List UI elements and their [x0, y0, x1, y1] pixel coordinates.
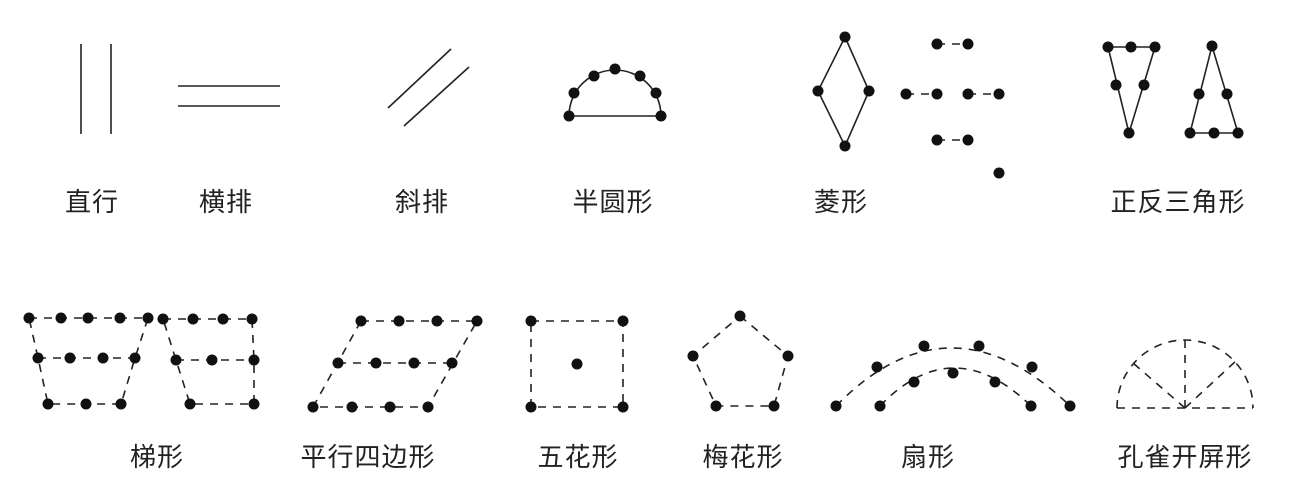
parallelogram-shape	[307, 315, 483, 413]
trapezoid-right-shape	[157, 313, 260, 410]
upright-triangle-shape	[1184, 40, 1244, 139]
horizontal-row-shape	[178, 85, 280, 107]
label-trapezoid: 梯形	[129, 443, 185, 473]
label-fan: 扇形	[900, 443, 956, 473]
label-quincunx: 五花形	[537, 443, 619, 473]
label-diamond: 菱形	[813, 188, 869, 218]
fan-shape	[830, 340, 1076, 412]
label-semicircle: 半圆形	[572, 188, 654, 218]
label-horizontal-row: 横排	[198, 188, 254, 218]
peacock-shape	[1116, 339, 1254, 409]
plum-blossom-shape	[687, 310, 794, 412]
label-triangles: 正反三角形	[1110, 188, 1246, 218]
quincunx-shape	[525, 315, 629, 413]
diamond-shape	[812, 31, 875, 152]
diamond-dots	[900, 38, 1005, 179]
straight-line-shape	[80, 44, 112, 134]
label-peacock: 孔雀开屏形	[1117, 443, 1253, 473]
label-parallelogram: 平行四边形	[300, 443, 436, 473]
label-plum-blossom: 梅花形	[702, 443, 784, 473]
label-straight-line: 直行	[64, 188, 120, 218]
semicircle-shape	[563, 63, 667, 122]
inverted-triangle-shape	[1102, 41, 1161, 139]
diagonal-row-shape	[387, 48, 470, 127]
label-diagonal-row: 斜排	[394, 188, 450, 218]
trapezoid-left-shape	[23, 312, 154, 410]
